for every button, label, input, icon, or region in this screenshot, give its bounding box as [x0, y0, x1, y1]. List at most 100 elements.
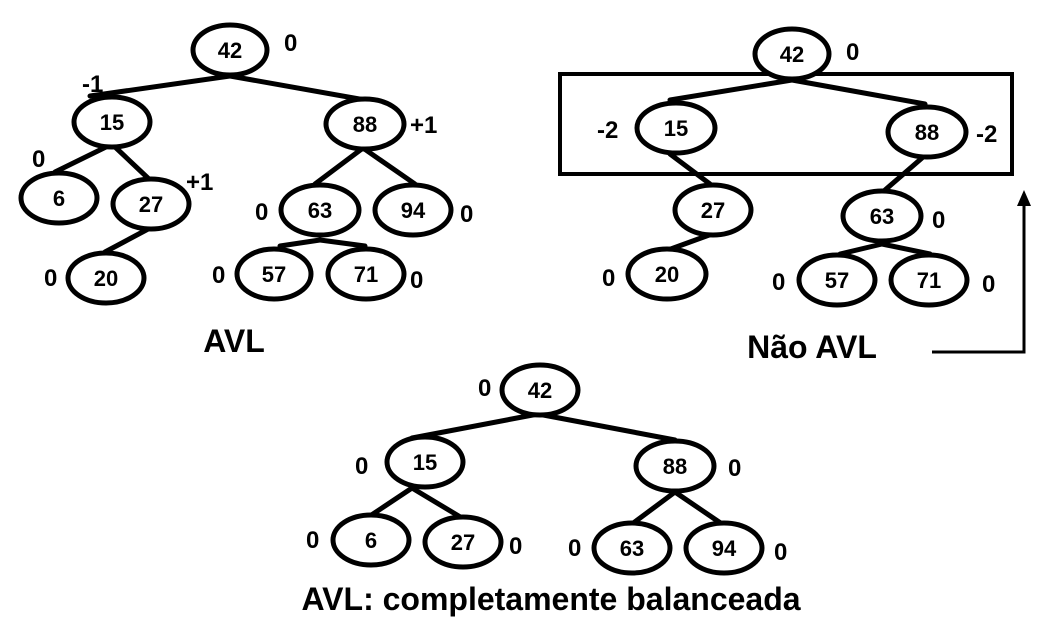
rebalance-arrow	[932, 190, 1031, 354]
tree-node: 6	[330, 512, 412, 568]
node-key: 94	[712, 536, 737, 561]
tree-node: 63	[278, 182, 362, 238]
tree-node: 15	[634, 100, 718, 156]
node-key: 88	[915, 120, 939, 145]
balance-factor: 0	[568, 535, 581, 562]
edge	[360, 145, 418, 187]
edge	[367, 485, 415, 519]
balance-factor: +1	[410, 112, 437, 139]
edge	[312, 145, 366, 187]
balance-factor: 0	[509, 533, 522, 560]
node-key: 15	[664, 116, 688, 141]
balance-factor: 0	[306, 527, 319, 554]
balance-factor: 0	[44, 265, 57, 292]
tree-node: 27	[110, 176, 192, 232]
tree-node: 27	[422, 514, 504, 570]
balance-factor: 0	[846, 39, 859, 66]
node-key: 57	[825, 268, 849, 293]
balance-factor: 0	[932, 207, 945, 234]
edge	[667, 77, 795, 103]
tree-not-avl: 42 0 15 -2 88 -2 27 63 0 20 0 5	[597, 26, 997, 365]
node-key: 20	[655, 262, 679, 287]
tree-node: 71	[325, 246, 407, 302]
tree-node: 71	[888, 252, 970, 308]
tree-node: 6	[18, 170, 100, 226]
tree-node: 20	[625, 246, 709, 302]
node-key: 6	[53, 186, 65, 211]
node-key: 6	[365, 528, 377, 553]
node-key: 57	[262, 262, 286, 287]
balance-factor: -2	[976, 121, 997, 148]
tree-caption: AVL: completamente balanceada	[301, 581, 800, 617]
tree-node: 88	[323, 96, 407, 152]
edge	[879, 241, 933, 257]
tree-balanced-edges	[367, 411, 725, 527]
edge	[629, 489, 678, 527]
edge	[52, 143, 111, 175]
balance-factor: 0	[284, 30, 297, 57]
tree-node: 57	[796, 252, 878, 308]
node-key: 15	[100, 110, 124, 135]
tree-node: 42	[190, 22, 270, 78]
tree-node: 27	[672, 182, 754, 238]
edge	[409, 411, 541, 441]
edge	[409, 485, 465, 521]
node-key: 27	[701, 198, 725, 223]
edge	[277, 237, 323, 249]
node-key: 94	[401, 198, 426, 223]
node-key: 71	[917, 268, 941, 293]
balance-factor: 0	[774, 539, 787, 566]
edge	[317, 237, 368, 249]
tree-node: 20	[65, 250, 147, 306]
edge	[102, 225, 153, 255]
node-key: 88	[353, 112, 377, 137]
tree-node: 88	[885, 104, 969, 160]
balance-factor: 0	[728, 455, 741, 482]
node-key: 27	[139, 192, 163, 217]
tree-node: 15	[384, 434, 466, 490]
balance-factor: 0	[460, 201, 473, 228]
balance-factor: +1	[186, 169, 213, 196]
tree-node: 42	[752, 26, 832, 82]
tree-node: 94	[683, 520, 765, 576]
balance-factor: 0	[982, 271, 995, 298]
balance-factor: -2	[597, 117, 618, 144]
node-key: 63	[620, 536, 644, 561]
tree-node: 42	[499, 362, 581, 418]
tree-caption: Não AVL	[747, 329, 877, 365]
tree-avl-edges	[52, 73, 418, 255]
tree-node: 57	[234, 246, 314, 302]
node-key: 63	[870, 204, 894, 229]
edge	[535, 411, 678, 443]
tree-node: 88	[633, 438, 717, 494]
node-key: 88	[663, 454, 687, 479]
edge	[667, 151, 713, 187]
tree-avl: 42 0 15 -1 88 +1 6 0 27 +1 63 0	[18, 22, 473, 359]
node-key: 63	[308, 198, 332, 223]
edge	[837, 241, 885, 257]
node-key: 20	[94, 266, 118, 291]
tree-node: 63	[591, 520, 673, 576]
edge	[882, 155, 925, 193]
balance-factor: 0	[212, 262, 225, 289]
edge	[672, 489, 725, 527]
balance-factor: 0	[32, 146, 45, 173]
node-key: 42	[218, 38, 242, 63]
node-key: 15	[413, 450, 437, 475]
edge	[111, 143, 153, 183]
balance-factor: 0	[410, 267, 423, 294]
balance-factor: 0	[355, 453, 368, 480]
tree-node: 15	[71, 94, 153, 150]
balance-factor: 0	[255, 199, 268, 226]
tree-node: 94	[372, 182, 454, 238]
node-key: 42	[780, 42, 804, 67]
balance-factor: -1	[82, 71, 103, 98]
tree-balanced: 42 0 15 0 88 0 6 0 27 0 63 0 94	[301, 362, 801, 617]
balance-factor: 0	[478, 375, 491, 402]
node-key: 27	[451, 530, 475, 555]
balance-factor: 0	[772, 269, 785, 296]
node-key: 42	[528, 378, 552, 403]
tree-caption: AVL	[203, 323, 265, 359]
edge	[227, 73, 368, 103]
